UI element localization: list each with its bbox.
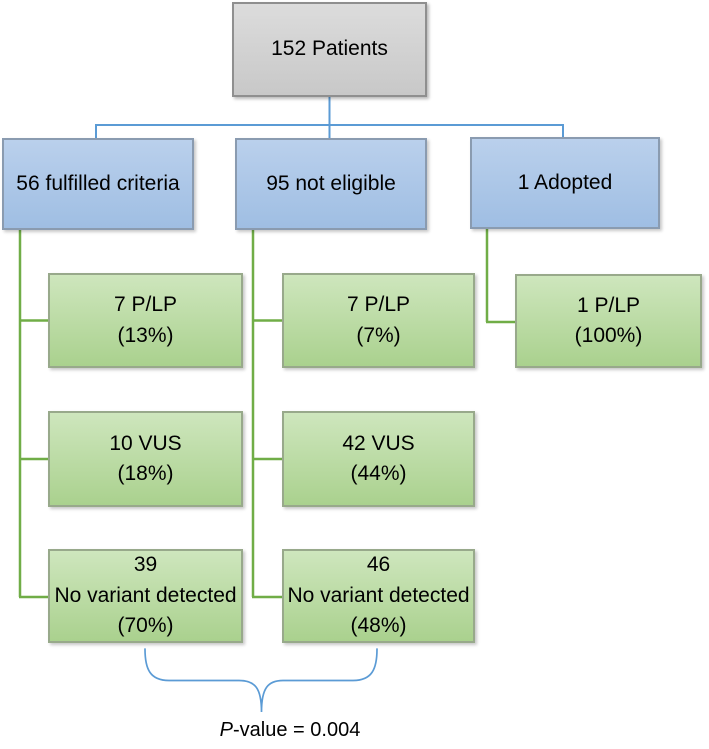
node-line: 39 — [133, 553, 158, 577]
node-line: 10 VUS — [109, 431, 182, 455]
node-adopted-plp: 1 P/LP (100%) — [515, 274, 702, 368]
node-line: 46 — [366, 553, 391, 577]
node-line: 1 P/LP — [576, 293, 641, 317]
node-noteligible-vus: 42 VUS (44%) — [282, 411, 475, 507]
node-label: 56 fulfilled criteria — [16, 171, 180, 195]
connector-fulfilled-outcomes — [18, 229, 48, 599]
node-line: (44%) — [350, 462, 407, 485]
node-fulfilled-plp: 7 P/LP (13%) — [48, 273, 243, 368]
node-line: 7 P/LP — [113, 293, 178, 317]
node-not-eligible: 95 not eligible — [235, 138, 427, 230]
node-line: (18%) — [117, 462, 174, 485]
node-label: 1 Adopted — [517, 170, 613, 194]
p-value-symbol: P — [219, 719, 233, 741]
node-noteligible-plp: 7 P/LP (7%) — [282, 273, 475, 368]
node-line: (100%) — [574, 324, 643, 347]
node-adopted: 1 Adopted — [470, 137, 660, 229]
node-line: 42 VUS — [342, 431, 415, 455]
node-fulfilled-vus: 10 VUS (18%) — [48, 411, 243, 507]
node-patients-total: 152 Patients — [232, 2, 427, 97]
node-fulfilled-criteria: 56 fulfilled criteria — [2, 138, 194, 230]
connector-root-branches — [95, 97, 564, 139]
node-line: No variant detected — [287, 583, 470, 607]
p-value-text: -value = 0.004 — [233, 719, 361, 741]
node-line: No variant detected — [54, 583, 237, 607]
node-line: (70%) — [117, 614, 174, 638]
connector-adopted-outcomes — [485, 228, 515, 324]
node-line: (7%) — [356, 323, 401, 347]
node-line: (13%) — [117, 323, 174, 347]
p-value-label: P-value = 0.004 — [140, 719, 440, 742]
brace-no-variant-comparison — [144, 648, 378, 713]
node-label: 152 Patients — [271, 37, 388, 61]
connector-noteligible-outcomes — [251, 229, 282, 599]
node-fulfilled-no-variant: 39 No variant detected (70%) — [48, 549, 243, 643]
node-line: (48%) — [350, 614, 407, 638]
node-line: 7 P/LP — [346, 293, 411, 317]
node-label: 95 not eligible — [266, 171, 396, 195]
node-noteligible-no-variant: 46 No variant detected (48%) — [282, 549, 475, 643]
